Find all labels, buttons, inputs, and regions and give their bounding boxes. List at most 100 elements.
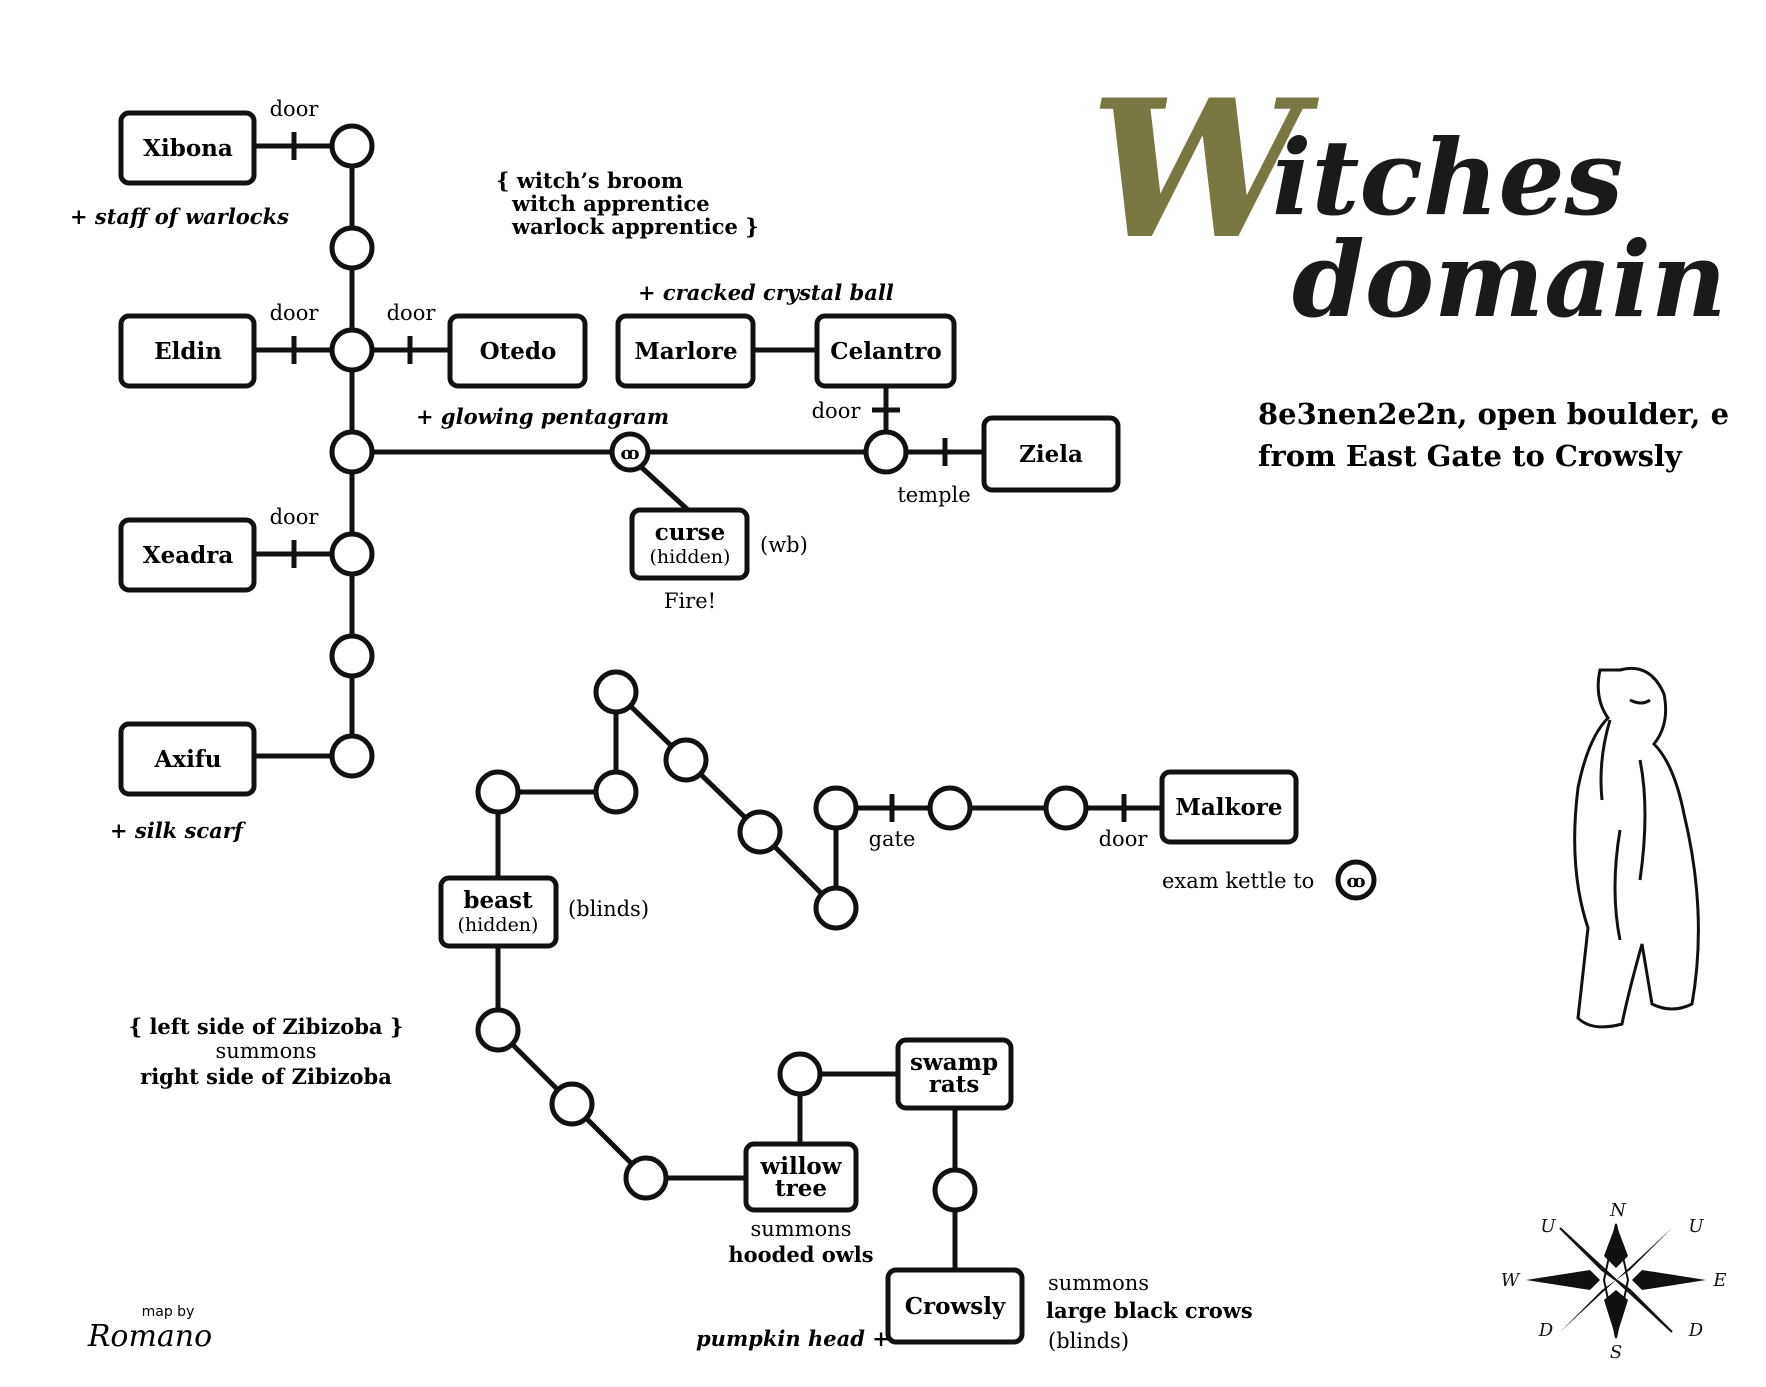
junction: [663, 737, 709, 783]
compass-north: N: [1609, 1200, 1627, 1221]
room-malkore-box: [1159, 769, 1299, 845]
junction: [329, 327, 375, 373]
notes: { witch’s broom witch apprentice warlock…: [129, 168, 1377, 1353]
room-swamp-rats-line1: swamp: [910, 1049, 998, 1076]
room-eldin: Eldin: [154, 338, 222, 365]
hint-line1: 8e3nen2e2n, open boulder, e: [1258, 397, 1729, 431]
junction: [813, 885, 859, 931]
passage-labels: door door door door door temple gate doo…: [270, 97, 1149, 851]
temple-label: temple: [897, 483, 970, 507]
witch-group-line3: warlock apprentice }: [511, 214, 759, 239]
junction: [593, 669, 639, 715]
title-line2: domain: [1292, 218, 1727, 341]
junction: [329, 531, 375, 577]
item-pentagram: + glowing pentagram: [416, 404, 669, 429]
gate-label: gate: [869, 827, 916, 851]
room-otedo-box: [447, 313, 588, 389]
witch-group-line2: witch apprentice: [511, 191, 710, 216]
kettle-glyph-icon: ꝏ: [1346, 871, 1365, 892]
kettle-glyph-icon: ꝏ: [620, 443, 639, 464]
item-pumpkin-head: pumpkin head +: [696, 1326, 890, 1351]
blinds-note: (blinds): [568, 897, 649, 921]
room-malkore: Malkore: [1175, 794, 1282, 821]
compass-south: S: [1610, 1342, 1622, 1363]
curse-link: [638, 464, 690, 512]
title-line1: itches: [1272, 116, 1623, 239]
junction: [777, 1051, 823, 1097]
compass-rose: N S E W U U D D: [1501, 1200, 1727, 1363]
junction: [475, 769, 521, 815]
compass-up-ne: U: [1688, 1216, 1704, 1237]
room-celantro: Celantro: [830, 338, 941, 365]
rooms: [118, 110, 1299, 1345]
junction: [737, 809, 783, 855]
junction: [623, 1155, 669, 1201]
room-axifu: Axifu: [154, 746, 222, 773]
item-crystal-ball: + cracked crystal ball: [638, 280, 894, 305]
room-ziela: Ziela: [1019, 441, 1083, 468]
room-beast-box: [438, 875, 559, 949]
crowsly-summons: summons: [1048, 1271, 1149, 1295]
map-credit: map by Romano: [87, 1304, 212, 1354]
junction: [329, 123, 375, 169]
room-willow-tree-box: [743, 1141, 859, 1213]
door-label: door: [270, 97, 320, 121]
junction: [329, 733, 375, 779]
junctions: [329, 123, 1089, 1213]
junction: [549, 1081, 595, 1127]
room-ziela-box: [981, 415, 1121, 493]
witch-figure-illustration: [1573, 667, 1700, 1029]
room-crowsly-box: [885, 1267, 1025, 1345]
room-curse-sub: (hidden): [650, 546, 731, 568]
fire-note: Fire!: [664, 589, 716, 613]
room-crowsly: Crowsly: [905, 1293, 1006, 1320]
junction: [1043, 785, 1089, 831]
room-xibona-box: [118, 110, 257, 186]
junction: [813, 785, 859, 831]
compass-east: E: [1712, 1270, 1726, 1291]
credit-by: map by: [142, 1304, 195, 1320]
exam-kettle-note: exam kettle to: [1162, 869, 1314, 893]
wb-note: (wb): [760, 533, 808, 557]
compass-down-sw: D: [1538, 1320, 1554, 1341]
title: W itches domain: [1090, 58, 1727, 341]
room-celantro-box: [814, 313, 957, 389]
room-willow-tree-line1: willow: [759, 1153, 842, 1180]
room-xeadra: Xeadra: [143, 542, 234, 569]
pentagram-junction: ꝏ: [609, 431, 651, 473]
room-swamp-rats-box: [895, 1037, 1014, 1111]
room-eldin-box: [118, 313, 257, 389]
zibizoba-right: right side of Zibizoba: [140, 1064, 392, 1089]
room-curse: curse: [655, 519, 725, 546]
junction: [863, 429, 909, 475]
junction: [329, 429, 375, 475]
zibizoba-summons: summons: [215, 1039, 316, 1063]
compass-up-nw: U: [1540, 1216, 1556, 1237]
room-willow-tree-line2: tree: [775, 1175, 827, 1202]
junction: [329, 225, 375, 271]
credit-author: Romano: [87, 1319, 212, 1354]
door-label: door: [270, 301, 320, 325]
item-silk-scarf: + silk scarf: [110, 818, 247, 843]
room-marlore-box: [615, 313, 756, 389]
junction: [927, 785, 973, 831]
walkthrough-hint: 8e3nen2e2n, open boulder, e from East Ga…: [1258, 397, 1729, 473]
item-staff: + staff of warlocks: [70, 204, 289, 229]
room-labels: Xibona Eldin Otedo Xeadra Axifu Marlore …: [143, 135, 1283, 1320]
items: + staff of warlocks + cracked crystal ba…: [70, 204, 894, 1351]
compass-west: W: [1501, 1270, 1521, 1291]
junction: [475, 1007, 521, 1053]
title-capital: W: [1090, 58, 1320, 281]
room-marlore: Marlore: [634, 338, 737, 365]
room-otedo: Otedo: [480, 338, 557, 365]
junction: [593, 769, 639, 815]
room-curse-box: [629, 507, 750, 581]
crowsly-summons-creature: large black crows: [1046, 1298, 1253, 1323]
junction: [329, 633, 375, 679]
door-label: door: [387, 301, 437, 325]
room-xeadra-box: [118, 517, 257, 593]
room-beast: beast: [463, 887, 533, 914]
crowsly-blinds: (blinds): [1048, 1329, 1129, 1353]
compass-down-se: D: [1688, 1320, 1704, 1341]
